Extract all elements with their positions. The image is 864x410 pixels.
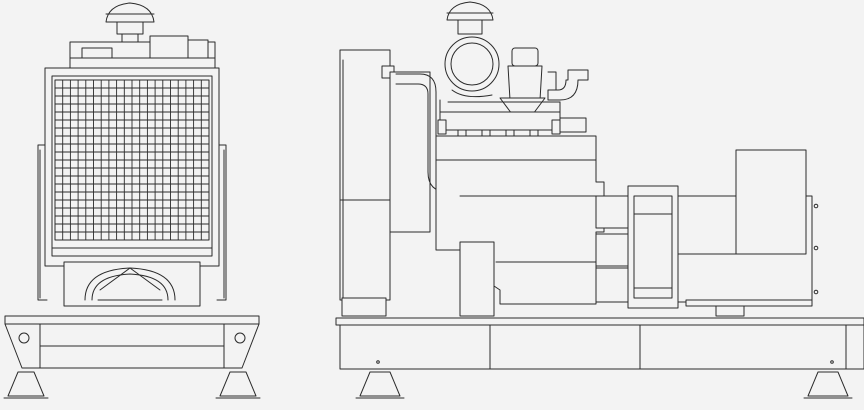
radiator-core-grid xyxy=(54,79,210,241)
front-radiator xyxy=(44,67,220,267)
front-engine-top xyxy=(69,35,216,69)
side-manifold xyxy=(437,99,587,158)
side-view xyxy=(335,1,864,399)
side-radiator xyxy=(339,49,431,317)
front-air-filter xyxy=(105,2,155,43)
side-flywheel-housing xyxy=(627,185,679,309)
front-feet xyxy=(3,371,261,399)
front-fan-housing xyxy=(63,261,201,307)
side-base-skid xyxy=(335,317,864,370)
front-view xyxy=(3,2,261,399)
side-alternator xyxy=(677,149,819,317)
side-turbocharger xyxy=(444,36,500,98)
side-engine-block xyxy=(435,135,629,317)
side-air-filter xyxy=(446,1,494,35)
side-exhaust-pipes xyxy=(499,47,589,119)
side-feet xyxy=(355,371,853,399)
front-base-frame xyxy=(4,315,260,369)
